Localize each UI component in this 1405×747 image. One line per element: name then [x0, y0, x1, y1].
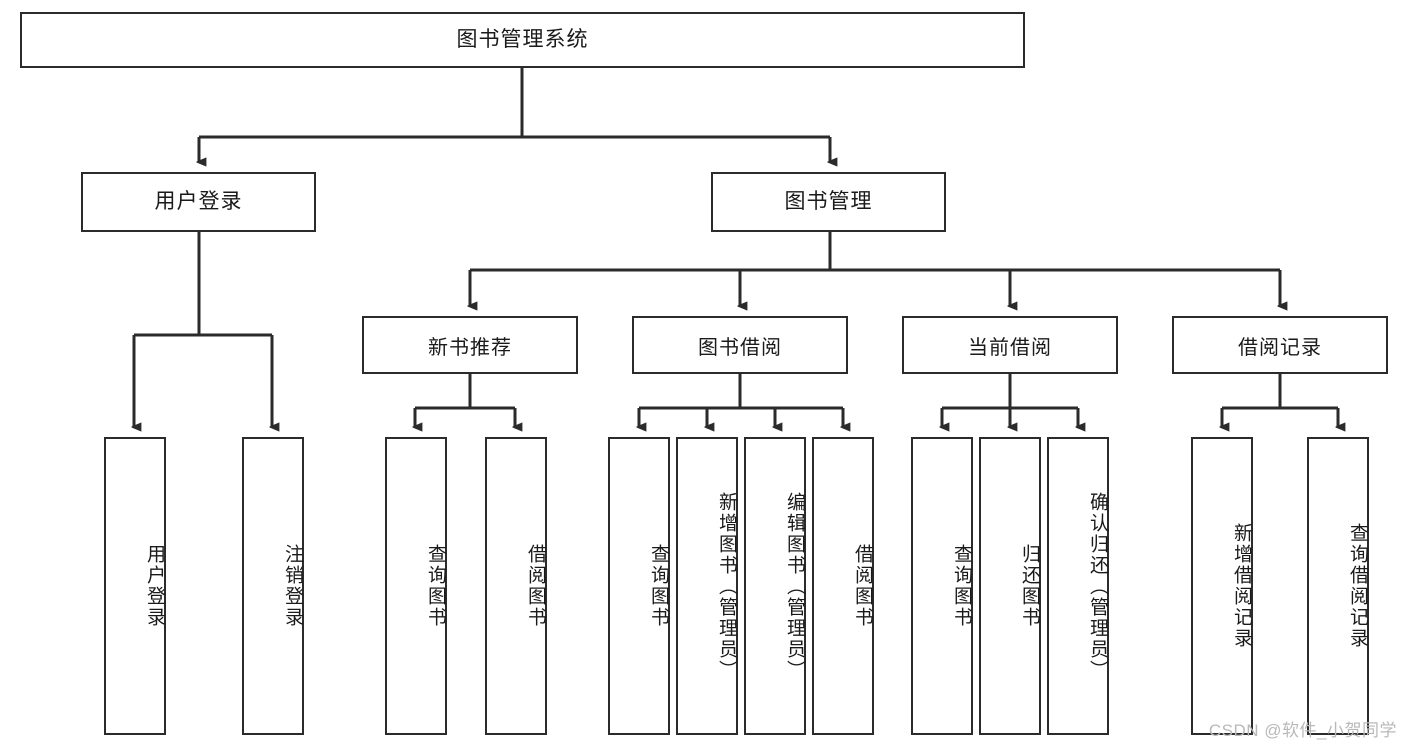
node-label: 用户登录 — [144, 544, 165, 628]
node-label: 新书推荐 — [428, 336, 512, 359]
node-root-book-management-system[interactable]: 图书管理系统 — [20, 12, 1025, 68]
node-leaf-edit-book-admin[interactable]: 编辑图书（管理员） — [744, 437, 806, 735]
node-book-management[interactable]: 图书管理 — [711, 172, 946, 232]
node-leaf-query-book-recommend[interactable]: 查询图书 — [385, 437, 447, 735]
node-label: 查询图书 — [951, 544, 972, 628]
node-leaf-query-book-borrow[interactable]: 查询图书 — [608, 437, 670, 735]
node-leaf-logout[interactable]: 注销登录 — [242, 437, 304, 735]
node-label: 借阅图书 — [525, 544, 546, 628]
node-leaf-borrow-book-recommend[interactable]: 借阅图书 — [485, 437, 547, 735]
node-label: 归还图书 — [1019, 544, 1040, 628]
node-label: 借阅记录 — [1238, 336, 1322, 359]
node-label: 图书借阅 — [698, 336, 782, 359]
node-label: 图书管理系统 — [456, 28, 589, 52]
node-borrow-record[interactable]: 借阅记录 — [1172, 316, 1388, 374]
node-label: 用户登录 — [154, 190, 243, 214]
node-label: 查询图书 — [648, 544, 669, 628]
node-label: 当前借阅 — [968, 336, 1052, 359]
node-leaf-add-book-admin[interactable]: 新增图书（管理员） — [676, 437, 738, 735]
node-label: 注销登录 — [282, 544, 303, 628]
node-leaf-borrow-book[interactable]: 借阅图书 — [812, 437, 874, 735]
node-label: 查询借阅记录 — [1347, 523, 1368, 649]
node-leaf-return-book[interactable]: 归还图书 — [979, 437, 1041, 735]
node-label: 查询图书 — [425, 544, 446, 628]
node-label: 图书管理 — [784, 190, 873, 214]
node-label: 新增图书（管理员） — [716, 491, 737, 681]
node-leaf-user-login[interactable]: 用户登录 — [104, 437, 166, 735]
node-label: 编辑图书（管理员） — [784, 491, 805, 681]
node-book-borrow[interactable]: 图书借阅 — [632, 316, 848, 374]
node-user-login[interactable]: 用户登录 — [81, 172, 316, 232]
node-leaf-query-book-current[interactable]: 查询图书 — [911, 437, 973, 735]
node-leaf-query-borrow-record[interactable]: 查询借阅记录 — [1307, 437, 1369, 735]
node-label: 确认归还（管理员） — [1087, 491, 1108, 681]
node-current-borrow[interactable]: 当前借阅 — [902, 316, 1118, 374]
node-leaf-confirm-return-admin[interactable]: 确认归还（管理员） — [1047, 437, 1109, 735]
node-leaf-add-borrow-record[interactable]: 新增借阅记录 — [1191, 437, 1253, 735]
watermark: CSDN @软件_小贺同学 — [1208, 721, 1397, 740]
node-new-book-recommend[interactable]: 新书推荐 — [362, 316, 578, 374]
node-label: 新增借阅记录 — [1231, 523, 1252, 649]
node-label: 借阅图书 — [852, 544, 873, 628]
